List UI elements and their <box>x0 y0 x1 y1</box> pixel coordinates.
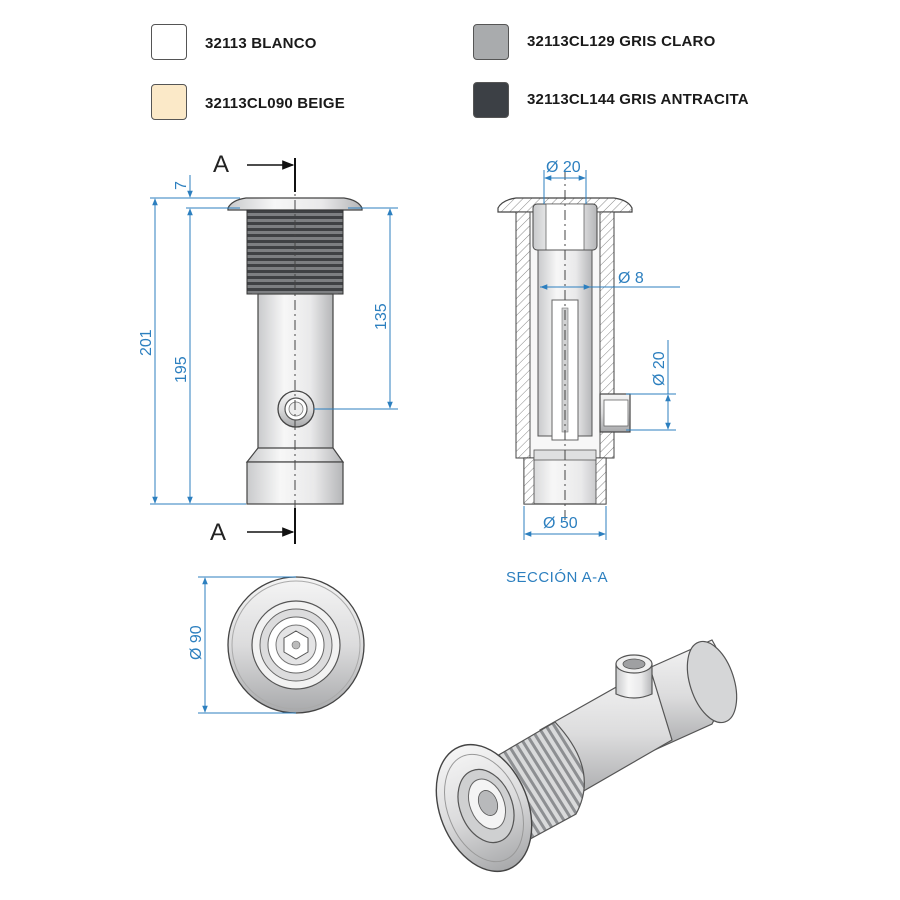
swatch-gris-claro <box>473 24 509 60</box>
variant-code-beige: 32113CL090 BEIGE <box>205 95 345 112</box>
side-view-dimensions <box>150 175 398 505</box>
side-view <box>227 160 363 540</box>
dim-outlet-diameter: Ø 20 <box>651 351 668 386</box>
section-marker-bottom: A <box>210 519 226 546</box>
swatch-beige <box>151 84 187 120</box>
dim-outlet-position: 135 <box>373 303 390 330</box>
front-view-dimensions <box>198 576 296 714</box>
dim-flange-diameter: Ø 90 <box>188 625 205 660</box>
dim-flange-thickness: 7 <box>173 181 190 190</box>
dim-bottom-diameter: Ø 50 <box>543 515 578 532</box>
dim-body-length: 195 <box>173 356 190 383</box>
variant-code-blanco: 32113 BLANCO <box>205 35 317 52</box>
dim-inner-diameter: Ø 8 <box>618 270 644 287</box>
dim-top-diameter: Ø 20 <box>546 159 581 176</box>
variant-code-gris-antracita: 32113CL144 GRIS ANTRACITA <box>527 91 749 108</box>
variant-code-gris-claro: 32113CL129 GRIS CLARO <box>527 33 716 50</box>
dim-total-length: 201 <box>138 329 155 356</box>
swatch-blanco <box>151 24 187 60</box>
section-markers: A A <box>210 151 296 546</box>
isometric-view <box>435 639 738 873</box>
section-view-dimensions <box>523 170 680 540</box>
section-title: SECCIÓN A-A <box>506 569 608 586</box>
section-view <box>497 170 633 520</box>
front-view <box>227 576 365 714</box>
swatch-gris-antracita <box>473 82 509 118</box>
section-marker-top: A <box>213 151 229 178</box>
